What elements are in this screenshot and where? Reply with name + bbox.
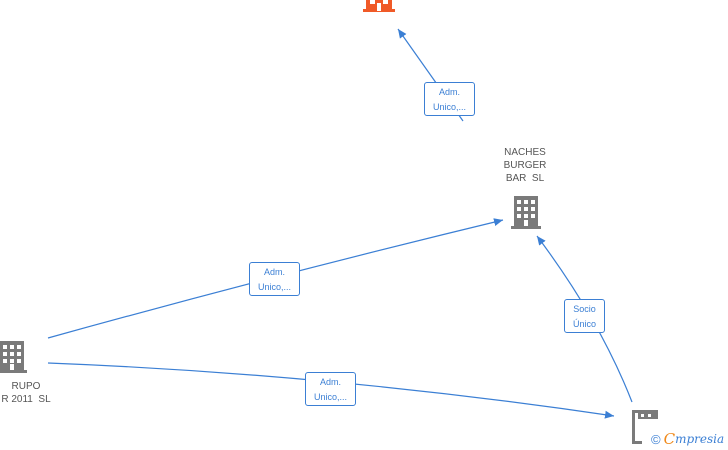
edge-label-line1: Adm. [319,377,341,387]
edge-label-naches-to-top[interactable]: Adm. Unico,... [424,82,475,116]
edge-label-line2: Unico,... [257,282,291,292]
edge-label-grupo-to-person[interactable]: Adm. Unico,... [305,372,356,406]
copyright-symbol: © [651,431,661,447]
building-icon-grupo[interactable] [0,341,27,373]
edge-label-line2: Unico,... [313,392,347,402]
node-label-naches[interactable]: NACHES BURGER BAR SL [503,147,547,184]
edge-label-line1: Adm. [263,267,285,277]
brand-logo-text: mpresia [675,432,725,446]
brand-logo-letter: C [663,430,676,448]
edge-label-line1: Adm. [438,87,460,97]
edge-label-line1: Socio [573,304,596,314]
node-label-grupo[interactable]: RUPO R 2011 SL [1,381,51,405]
empresia-brand: © C mpresia [651,430,724,448]
edge-label-line2: Único [572,319,596,329]
entity-icon-bottom-right[interactable] [632,410,658,444]
building-icon-naches[interactable] [511,196,541,229]
building-icon-top[interactable] [363,0,395,12]
edge-label-grupo-to-naches[interactable]: Adm. Unico,... [249,262,300,296]
edge-label-line2: Unico,... [432,102,466,112]
edge-label-person-to-naches[interactable]: Socio Único [564,299,605,333]
